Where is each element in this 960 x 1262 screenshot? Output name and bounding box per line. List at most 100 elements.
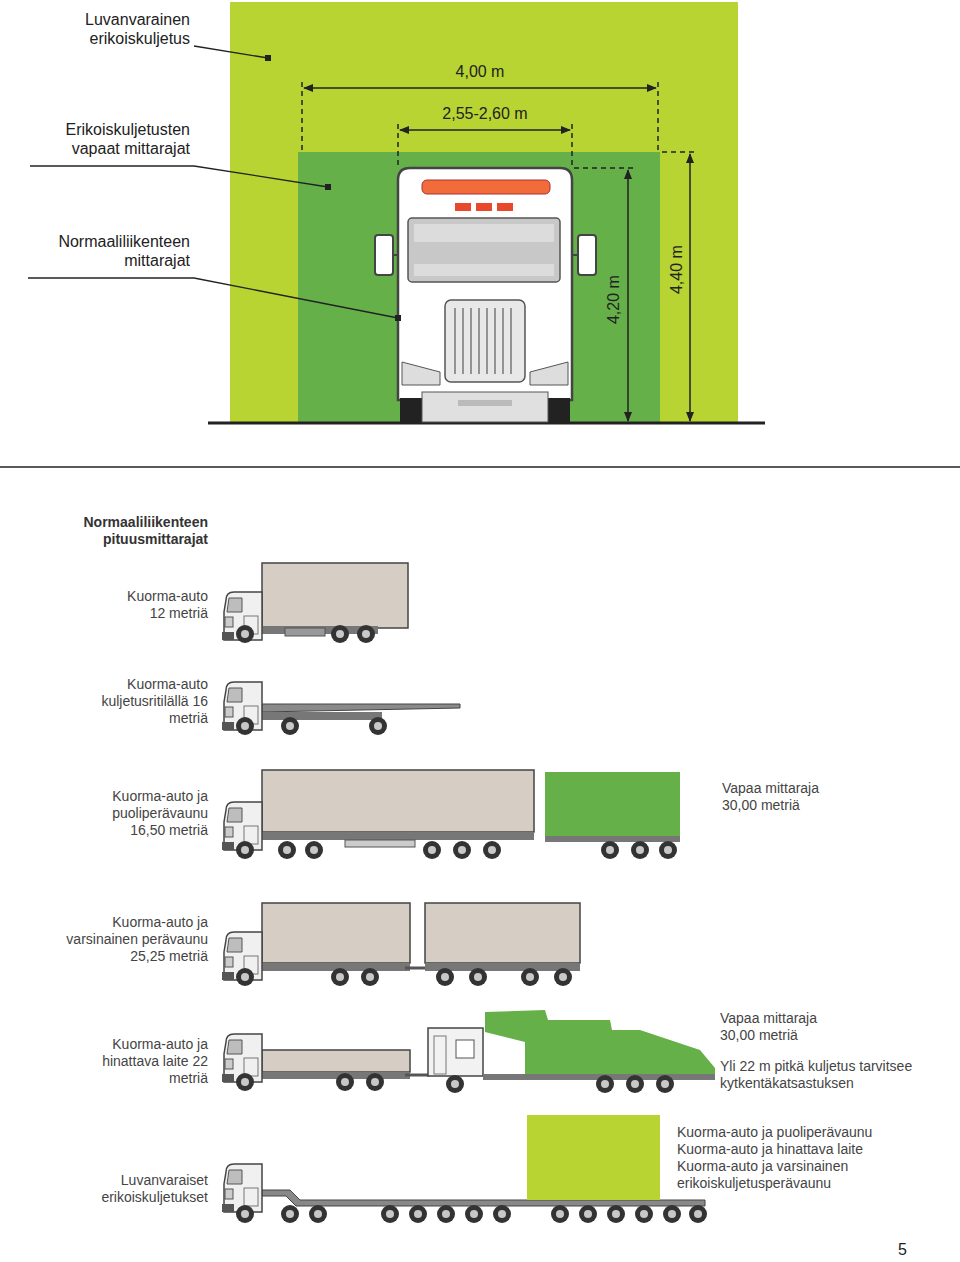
leader-dots: [265, 55, 271, 61]
low-loader-special-transport: [551, 1205, 569, 1223]
limit-note: Vapaa mittaraja 30,00 metriä: [720, 1010, 842, 1044]
low-loader-special-transport: [493, 1205, 511, 1223]
low-loader-special-transport: [437, 1205, 455, 1223]
low-loader-special-transport: [309, 1205, 327, 1223]
truck-towed-device: [262, 1050, 410, 1072]
truck-12m: [357, 625, 375, 643]
truck-front: [548, 398, 570, 422]
section-heading: Normaaliliikenteen pituusmittarajat: [48, 514, 208, 548]
free-length-extension: [631, 841, 649, 859]
free-length-extension: [601, 841, 619, 859]
low-loader-special-transport: [236, 1205, 707, 1223]
truck-front: [414, 224, 554, 242]
dimension-lines: [301, 82, 303, 150]
low-loader-special-transport: [222, 1115, 707, 1223]
dimension-lines: [627, 170, 629, 421]
truck-flatbed-16m: [262, 712, 382, 720]
callout-label: Luvanvarainen erikoiskuljetus: [55, 10, 190, 48]
dimension-label: 2,55-2,60 m: [410, 104, 560, 123]
low-loader-special-transport: [579, 1205, 597, 1223]
truck-towed-device: [434, 1036, 446, 1074]
leader-dots: [265, 55, 401, 321]
truck-12m: [222, 563, 408, 643]
truck-front: [398, 168, 572, 400]
callout-label: Normaaliliikenteen mittarajat: [30, 232, 190, 270]
low-loader-special-transport: [527, 1115, 660, 1200]
low-loader-special-transport: [409, 1205, 427, 1223]
truck-semitrailer: [423, 841, 441, 859]
special-transport-region: [230, 2, 738, 422]
truck-semitrailer: [236, 841, 254, 859]
truck-front: [375, 168, 596, 422]
truck-flatbed-16m: [369, 717, 387, 735]
low-loader-special-transport: [663, 1205, 681, 1223]
dimension-lines: [397, 124, 399, 166]
truck-front: [455, 203, 471, 211]
truck-front: [494, 308, 496, 374]
leader-dots: [325, 184, 331, 190]
truck-full-trailer: [436, 968, 454, 986]
truck-semitrailer: [278, 841, 296, 859]
dimension-lines: [400, 129, 570, 131]
leader-lines: [28, 277, 194, 278]
low-loader-special-transport: [635, 1205, 653, 1223]
truck-towed-device: [236, 1073, 254, 1091]
dimension-label: 4,20 m: [604, 255, 623, 345]
low-loader-special-transport: [222, 1164, 262, 1212]
vehicle-type: Kuorma-auto ja puoliperävaunu: [677, 1124, 947, 1141]
truck-front: [422, 392, 548, 422]
truck-semitrailer: [262, 832, 534, 840]
truck-12m: [285, 628, 325, 636]
free-limit-region: [298, 152, 660, 422]
dimension-lines: [304, 87, 656, 89]
truck-semitrailer: [483, 841, 501, 859]
low-loader-special-transport: [281, 1205, 299, 1223]
truck-towed-device: [222, 1028, 483, 1093]
leader-lines: [194, 166, 328, 187]
free-length-extension: [545, 772, 680, 859]
truck-front: [462, 308, 464, 374]
truck-towed-device: [446, 1075, 464, 1093]
vehicle-label: Kuorma-auto ja hinattava laite 22 metriä: [98, 1036, 208, 1086]
low-loader-special-transport: [607, 1205, 625, 1223]
low-loader-special-transport: [381, 1205, 399, 1223]
truck-12m: [262, 563, 408, 628]
vehicle-label: Kuorma-auto ja varsinainen perävaunu 25,…: [46, 914, 208, 964]
free-length-machine: [656, 1075, 674, 1093]
truck-front: [510, 308, 512, 374]
dimension-lines: [574, 167, 636, 169]
truck-flatbed-16m: [281, 717, 299, 735]
dimension-label: 4,40 m: [667, 225, 686, 315]
truck-full-trailer: [405, 967, 428, 970]
free-length-machine: [626, 1075, 644, 1093]
low-loader-special-transport: [465, 1205, 483, 1223]
truck-full-trailer: [554, 968, 572, 986]
vehicle-type: Kuorma-auto ja hinattava laite: [677, 1141, 947, 1158]
dimension-lines: [302, 82, 698, 421]
free-length-machine: [483, 1010, 715, 1093]
truck-towed-device: [366, 1073, 384, 1091]
free-length-extension: [545, 836, 680, 842]
leader-lines: [28, 46, 398, 318]
truck-front: [458, 400, 512, 406]
limit-note: Vapaa mittaraja 30,00 metriä: [722, 780, 844, 814]
truck-full-trailer: [331, 968, 349, 986]
truck-semitrailer: [345, 840, 415, 847]
truck-front: [408, 218, 560, 282]
truck-front: [470, 308, 472, 374]
truck-front: [402, 362, 440, 385]
limit-note: Yli 22 m pitkä kuljetus tarvitsee kytken…: [720, 1058, 956, 1092]
truck-front: [414, 264, 554, 276]
leader-dots: [395, 315, 401, 321]
truck-12m: [236, 625, 254, 643]
page-number: 5: [898, 1240, 928, 1259]
truck-full-trailer: [469, 968, 487, 986]
truck-front: [375, 235, 393, 275]
truck-towed-device: [336, 1073, 354, 1091]
low-loader-special-transport: [689, 1205, 707, 1223]
truck-full-trailer: [236, 968, 254, 986]
dimension-lines: [662, 151, 698, 153]
leader-lines: [194, 46, 268, 58]
truck-full-trailer: [521, 968, 539, 986]
truck-towed-device: [262, 1072, 410, 1079]
